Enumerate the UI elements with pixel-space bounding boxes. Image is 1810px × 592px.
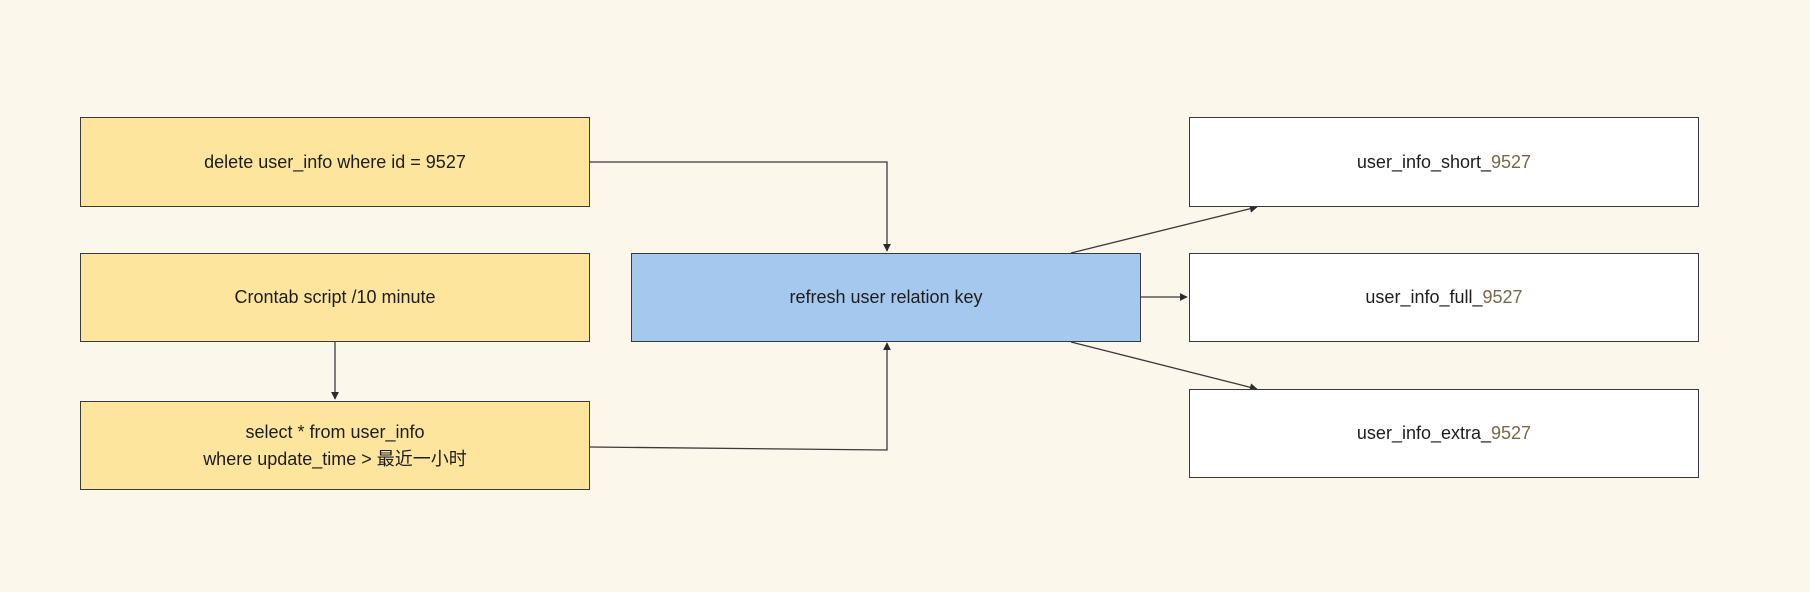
key-full-node: user_info_full_9527 bbox=[1189, 253, 1699, 342]
key-full-label: user_info_full_9527 bbox=[1365, 284, 1522, 311]
edge-select-to-refresh bbox=[589, 342, 891, 451]
delete-sql-label: delete user_info where id = 9527 bbox=[204, 151, 466, 172]
key-full-id: 9527 bbox=[1482, 287, 1523, 307]
key-short-node: user_info_short_9527 bbox=[1189, 117, 1699, 207]
select-sql-line-1: select * from user_info bbox=[245, 421, 425, 442]
select-sql-text: select * from user_info where update_tim… bbox=[203, 419, 467, 473]
key-extra-node: user_info_extra_9527 bbox=[1189, 389, 1699, 478]
select-sql-line-2: where update_time > 最近一小时 bbox=[203, 448, 467, 469]
refresh-node: refresh user relation key bbox=[631, 253, 1141, 342]
key-short-id: 9527 bbox=[1491, 151, 1532, 172]
key-short-prefix: user_info_short_ bbox=[1356, 151, 1492, 172]
key-extra-label: user_info_extra_9527 bbox=[1357, 420, 1531, 447]
crontab-label: Crontab script /10 minute bbox=[234, 287, 436, 307]
delete-sql-node: delete user_info where id = 9527 bbox=[80, 117, 590, 207]
key-short-label: user_info_short_9527 bbox=[1357, 149, 1531, 176]
refresh-label: refresh user relation key bbox=[789, 287, 983, 307]
key-extra-prefix: user_info_extra_ bbox=[1356, 423, 1492, 443]
key-full-prefix: user_info_full_ bbox=[1365, 287, 1483, 307]
crontab-node: Crontab script /10 minute bbox=[80, 253, 590, 342]
key-extra-id: 9527 bbox=[1491, 423, 1532, 443]
edge-refresh-to-short bbox=[1070, 204, 1258, 254]
edge-delete-to-refresh bbox=[590, 161, 891, 252]
edge-refresh-to-extra bbox=[1070, 341, 1258, 392]
select-sql-node: select * from user_info where update_tim… bbox=[80, 401, 590, 490]
